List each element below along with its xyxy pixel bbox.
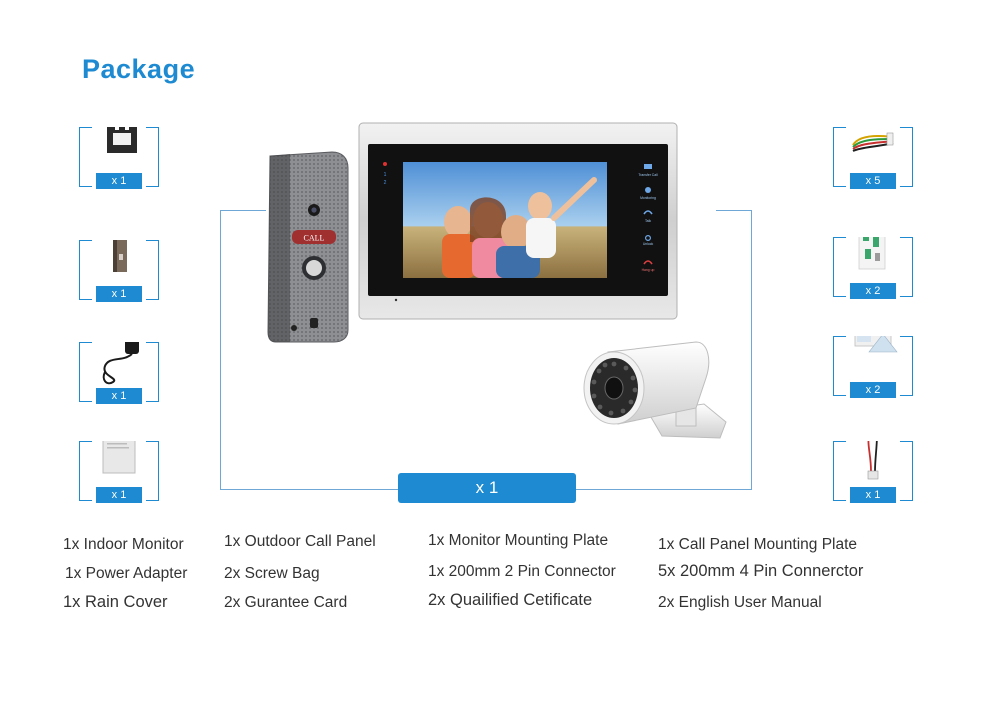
accessory-mounting-plate: x 1 — [79, 239, 159, 302]
monitor-btn-unlock[interactable]: Unlock — [643, 242, 654, 246]
accessory-connector-2pin: x 1 — [833, 440, 913, 503]
accessory-wall-bracket: x 1 — [79, 126, 159, 189]
qty-badge: x 1 — [96, 173, 142, 189]
certificate-card-icon — [854, 336, 898, 353]
call-button-label: CALL — [304, 234, 325, 243]
screw-bag-icon — [858, 237, 886, 270]
monitor-btn-talk[interactable]: Talk — [645, 219, 651, 223]
mounting-plate-icon — [113, 240, 127, 272]
list-item: 2x Gurantee Card — [224, 594, 348, 611]
accessory-connector-4pin: x 5 — [833, 126, 913, 189]
item-list-2: 1x Outdoor Call Panel 2x Screw Bag 2x Gu… — [224, 530, 376, 617]
item-list-3: 1x Monitor Mounting Plate 1x 200mm 2 Pin… — [428, 530, 616, 615]
monitor-btn-transfer-call[interactable]: Transfer Call — [638, 173, 658, 177]
list-item: 1x Indoor Monitor — [63, 536, 184, 553]
accessory-manual: x 1 — [79, 440, 159, 503]
qty-badge: x 2 — [850, 382, 896, 398]
item-list-1: 1x Indoor Monitor 1x Power Adapter 1x Ra… — [63, 530, 187, 617]
user-icon — [645, 187, 651, 193]
list-item: 2x Screw Bag — [224, 565, 320, 582]
list-item: 1x Call Panel Mounting Plate — [658, 536, 858, 553]
transfer-icon — [644, 164, 652, 169]
list-item: 1x Rain Cover — [63, 593, 168, 611]
list-item: 1x Power Adapter — [65, 565, 188, 582]
accessory-screw-bag: x 2 — [833, 236, 913, 299]
qty-badge: x 1 — [96, 487, 142, 503]
list-item: 1x Monitor Mounting Plate — [428, 532, 609, 549]
hang-up-icon — [643, 260, 653, 265]
indoor-monitor: 1 2 Transfer Call Monitoring Talk Unlock… — [358, 122, 678, 320]
connector-4pin-icon — [852, 132, 894, 152]
qty-badge: x 5 — [850, 173, 896, 189]
wall-bracket-icon — [107, 127, 137, 153]
outdoor-call-panel: CALL — [267, 151, 349, 343]
power-adapter-icon — [102, 342, 139, 385]
svg-text:1: 1 — [384, 172, 387, 178]
accessory-power-adapter: x 1 — [79, 341, 159, 404]
connector-2pin-icon — [867, 441, 879, 480]
manual-icon — [102, 441, 136, 474]
bullet-camera — [583, 341, 727, 439]
monitor-btn-hang-up[interactable]: Hang up — [642, 268, 655, 272]
list-item: 2x English User Manual — [658, 594, 822, 611]
list-item: 2x Quailified Cetificate — [428, 591, 593, 609]
monitor-btn-monitoring[interactable]: Monitoring — [640, 196, 656, 200]
qty-badge: x 2 — [850, 283, 896, 299]
qty-badge: x 1 — [96, 388, 142, 404]
list-item: 1x 200mm 2 Pin Connector — [428, 563, 616, 580]
list-item: 1x Outdoor Call Panel — [224, 533, 376, 550]
list-item: 5x 200mm 4 Pin Connerctor — [658, 562, 864, 580]
qty-badge: x 1 — [850, 487, 896, 503]
key-icon — [645, 234, 652, 241]
main-qty-badge: x 1 — [398, 473, 576, 503]
item-list-4: 1x Call Panel Mounting Plate 5x 200mm 4 … — [658, 530, 863, 617]
accessory-certificate-card: x 2 — [833, 335, 913, 398]
svg-text:2: 2 — [384, 180, 387, 186]
page-title: Package — [82, 54, 196, 84]
qty-badge: x 1 — [96, 286, 142, 302]
phone-icon — [643, 210, 653, 215]
